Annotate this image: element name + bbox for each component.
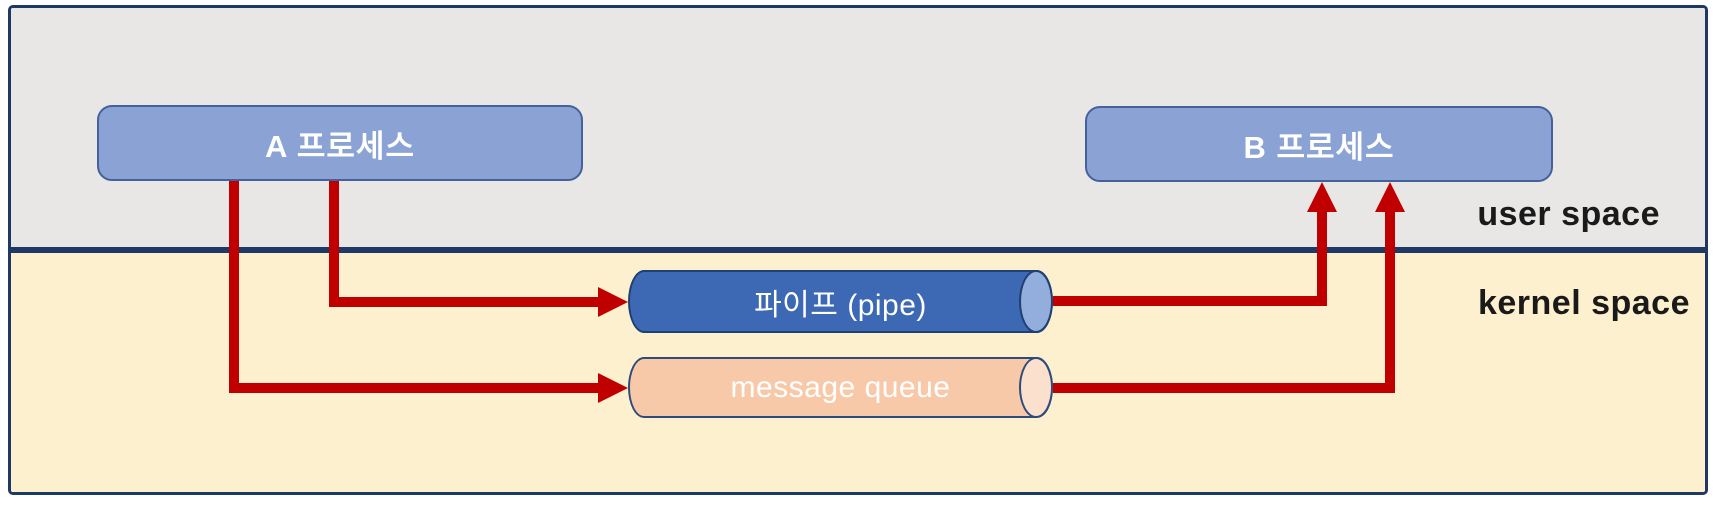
pipe-cylinder: 파이프 (pipe)	[628, 270, 1053, 333]
message-queue-label: message queue	[730, 370, 951, 404]
message-queue-cylinder-cap	[1019, 357, 1053, 418]
process-b-box: B 프로세스	[1085, 106, 1553, 182]
user-kernel-divider	[11, 247, 1705, 253]
message-queue-cylinder: message queue	[628, 357, 1053, 418]
pipe-label: 파이프 (pipe)	[754, 288, 927, 322]
diagram-frame	[8, 5, 1708, 495]
user-space-label: user space	[1477, 195, 1660, 233]
process-a-box: A 프로세스	[97, 105, 583, 181]
process-b-label: B 프로세스	[1243, 129, 1395, 165]
kernel-space-label: kernel space	[1477, 284, 1690, 322]
pipe-cylinder-cap	[1019, 270, 1053, 333]
process-a-label: A 프로세스	[265, 128, 415, 164]
